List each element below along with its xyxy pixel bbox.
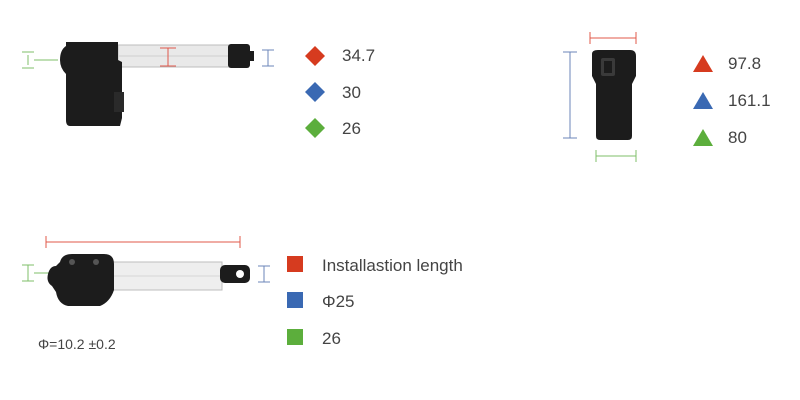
end-legend-triangle-blue [693, 92, 713, 109]
side-rod-end [228, 44, 250, 68]
top-motor-body [47, 254, 114, 306]
side-legend-diamond-red [305, 46, 325, 66]
dim-end-green [595, 150, 637, 162]
side-legend-diamond-blue [305, 82, 325, 102]
top-legend-square-red [287, 256, 303, 272]
top-legend-value-1: Installastion length [322, 256, 463, 275]
end-legend-value-2: 161.1 [728, 91, 771, 110]
rod-diameter-note: Φ=10.2 ±0.2 [38, 336, 116, 352]
side-view-actuator [22, 42, 274, 126]
side-legend-value-2: 30 [342, 83, 361, 102]
dim-top-green [22, 264, 50, 282]
dim-side-red [160, 47, 176, 67]
end-legend-triangle-green [693, 129, 713, 146]
end-legend-value-3: 80 [728, 128, 747, 147]
side-legend-diamond-green [305, 118, 325, 138]
legend-markers [287, 46, 713, 345]
top-legend-square-green [287, 329, 303, 345]
dim-side-blue [262, 49, 274, 67]
dim-side-green [22, 51, 58, 69]
top-rod-end [220, 265, 250, 283]
side-legend-value-1: 34.7 [342, 46, 376, 65]
top-view-actuator [22, 236, 270, 306]
top-legend-value-2: Φ25 [322, 292, 355, 311]
dim-top-blue [258, 265, 270, 283]
dim-end-blue [563, 51, 577, 139]
dim-end-red [589, 32, 637, 44]
end-legend-triangle-red [693, 55, 713, 72]
top-legend-value-3: 26 [322, 329, 341, 348]
end-view-actuator [563, 32, 637, 162]
dim-top-red [45, 236, 241, 248]
end-legend-value-1: 97.8 [728, 54, 762, 73]
side-motor-body [60, 42, 122, 126]
side-legend-value-3: 26 [342, 119, 361, 138]
top-legend-square-blue [287, 292, 303, 308]
